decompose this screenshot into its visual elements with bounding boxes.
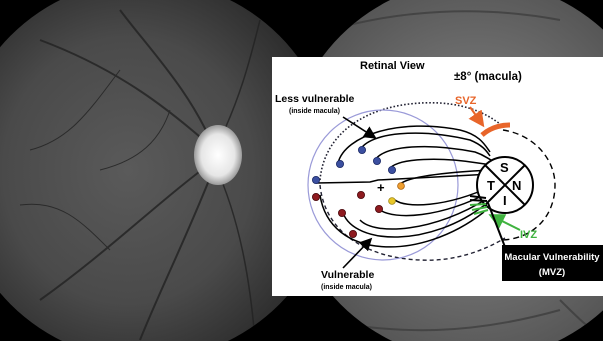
less-vulnerable-sub: (inside macula) <box>289 108 340 115</box>
disc-sector-inferior: I <box>503 193 507 208</box>
orange-dot <box>398 183 405 190</box>
optic-disc-photo <box>194 125 242 185</box>
macula-label: ±8° (macula) <box>454 71 522 83</box>
mvz-line1: Macular Vulnerability <box>504 252 600 263</box>
fovea-cross: + <box>377 180 385 195</box>
svz-label: SVZ <box>455 95 477 107</box>
diagram-title: Retinal View <box>360 60 425 72</box>
yellow-dot <box>389 198 396 205</box>
vulnerable-label: Vulnerable <box>321 269 374 281</box>
disc-sector-temporal: T <box>487 178 495 193</box>
disc-sector-superior: S <box>500 160 509 175</box>
less-vulnerable-label: Less vulnerable <box>275 93 355 105</box>
vulnerable-sub: (inside macula) <box>321 284 372 291</box>
ivz-label: IVZ <box>520 229 537 241</box>
disc-sector-nasal: N <box>512 178 521 193</box>
mvz-line2: (MVZ) <box>539 267 565 278</box>
